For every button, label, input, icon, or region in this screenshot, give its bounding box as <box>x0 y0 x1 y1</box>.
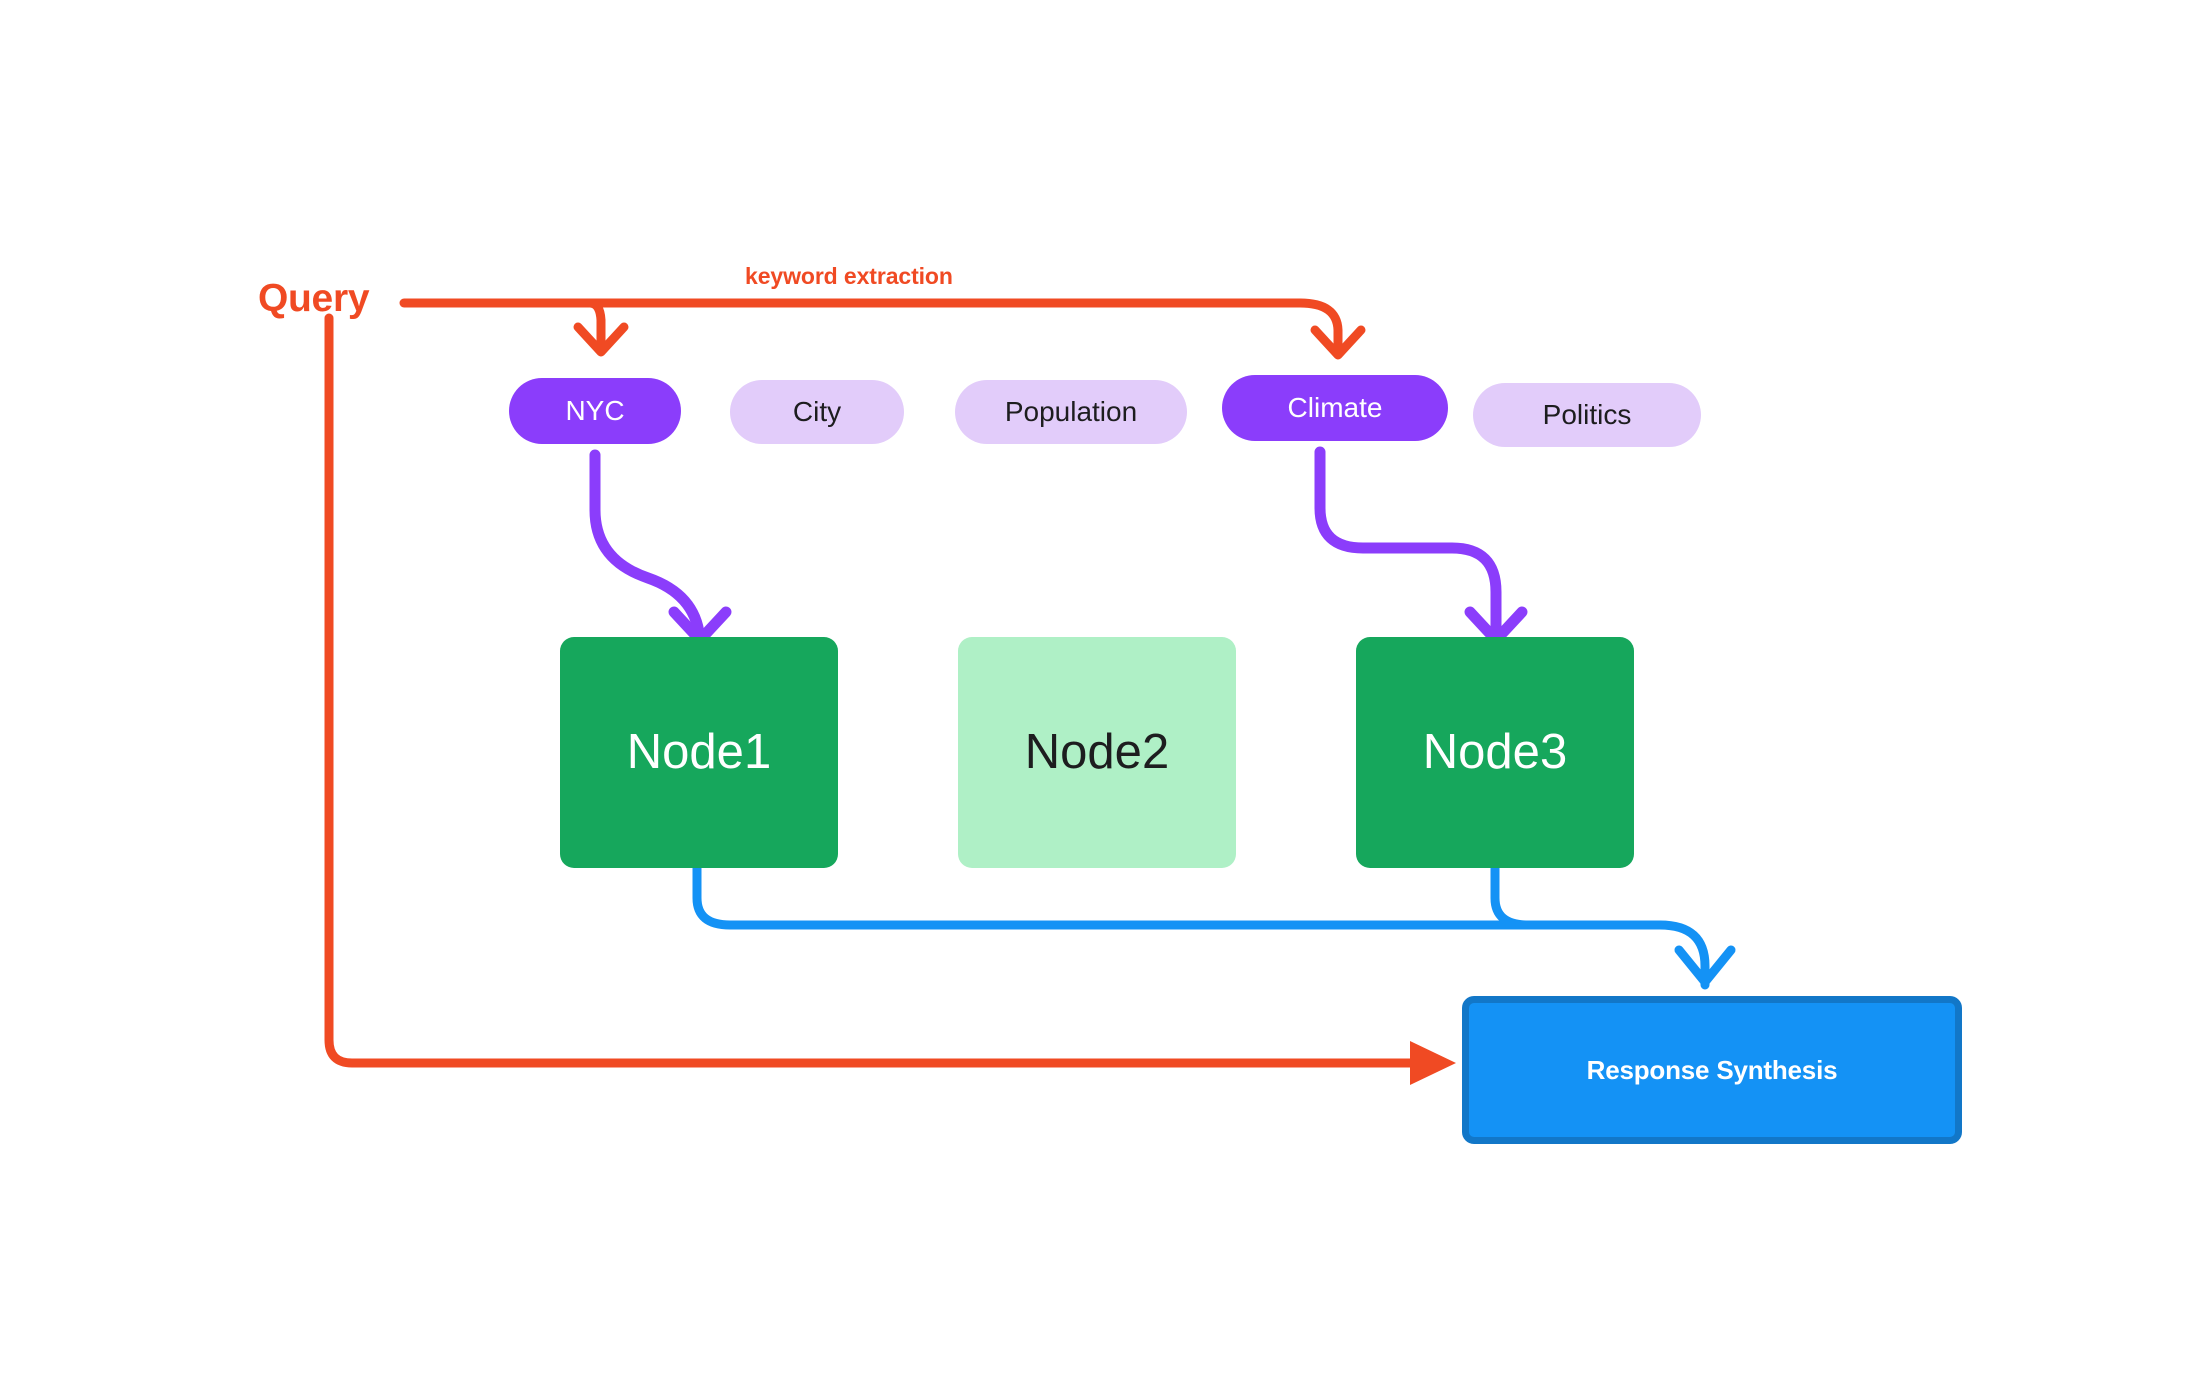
keyword-pill-climate[interactable]: Climate <box>1222 375 1448 441</box>
node-box-node2[interactable]: Node2 <box>958 637 1236 868</box>
edge-label-keyword-extraction: keyword extraction <box>745 263 953 289</box>
keyword-pill-city[interactable]: City <box>730 380 904 444</box>
node-box-node3[interactable]: Node3 <box>1356 637 1634 868</box>
keyword-pill-population[interactable]: Population <box>955 380 1187 444</box>
connector-node1-to-response-synthesis <box>692 863 1665 930</box>
node-box-node1[interactable]: Node1 <box>560 637 838 868</box>
connector-query-keyword-extraction <box>399 298 1366 360</box>
query-label: Query <box>258 277 370 320</box>
keyword-pill-nyc[interactable]: NYC <box>509 378 681 444</box>
connector-node3-to-response-synthesis <box>1490 863 1736 990</box>
response-synthesis-box[interactable]: Response Synthesis <box>1462 996 1962 1144</box>
connector-nyc-to-node1 <box>589 449 732 652</box>
keyword-pill-politics[interactable]: Politics <box>1473 383 1701 447</box>
connector-climate-to-node3 <box>1314 446 1528 652</box>
